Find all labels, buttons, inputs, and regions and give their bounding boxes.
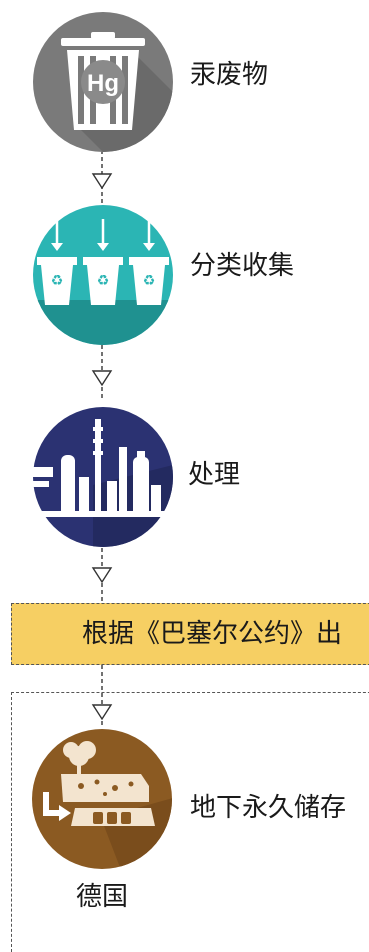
step-label-mercury-waste: 汞废物: [190, 60, 269, 90]
step-label-processing: 处理: [188, 460, 241, 490]
germany-region-box: [11, 692, 369, 952]
svg-text:♻: ♻: [143, 273, 156, 289]
sorted-collection-icon: ♻ ♻ ♻: [33, 205, 173, 345]
mercury-waste-icon: Hg: [33, 12, 173, 152]
arrow-2: [91, 370, 113, 387]
arrow-4: [91, 704, 113, 721]
arrow-1: [91, 173, 113, 190]
country-label: 德国: [76, 882, 129, 912]
step-label-sorted-collection: 分类收集: [190, 251, 295, 281]
arrow-3: [91, 567, 113, 584]
basel-convention-banner: 根据《巴塞尔公约》出: [11, 603, 369, 665]
svg-text:♻: ♻: [97, 273, 110, 289]
hg-badge: Hg: [87, 70, 119, 97]
svg-text:♻: ♻: [51, 273, 64, 289]
banner-text: 根据《巴塞尔公约》出: [82, 619, 343, 649]
processing-plant-icon: [33, 407, 173, 547]
step-label-underground-storage: 地下永久储存: [190, 793, 347, 823]
underground-storage-icon: [32, 729, 172, 869]
